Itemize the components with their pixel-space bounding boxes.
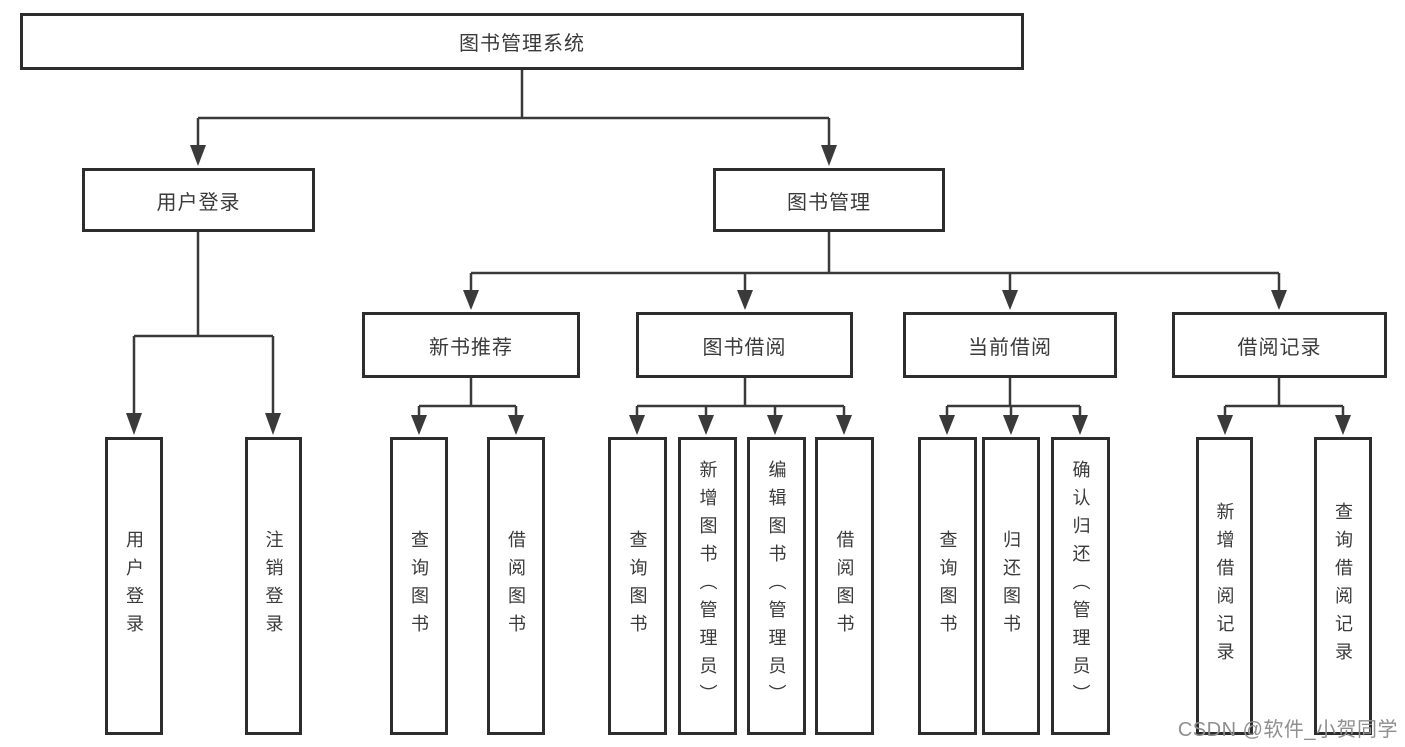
leaf-borrow-books-recommend-label: 借阅图书 (506, 530, 526, 642)
node-book-borrow: 图书借阅 (636, 312, 853, 378)
node-book-borrow-label: 图书借阅 (702, 336, 787, 359)
node-library-system-label: 图书管理系统 (459, 33, 585, 55)
leaf-edit-book-admin-label: 编辑图书（管理员） (766, 460, 787, 712)
edge-book-mgmt-group (469, 232, 1281, 293)
leaf-query-books-current-label: 查询图书 (937, 530, 958, 642)
node-borrow-records: 借阅记录 (1172, 312, 1387, 378)
leaf-query-books-borrow-label: 查询图书 (627, 530, 648, 642)
leaf-query-borrow-record: 查询借阅记录 (1314, 437, 1372, 735)
leaf-return-book: 归还图书 (982, 437, 1040, 735)
edge-root-to-level2 (196, 70, 831, 148)
node-new-book-recommend-label: 新书推荐 (429, 336, 513, 359)
leaf-query-borrow-record-label: 查询借阅记录 (1333, 502, 1353, 670)
node-library-system: 图书管理系统 (20, 13, 1024, 70)
leaf-borrow-book-label: 借阅图书 (834, 530, 855, 642)
leaf-add-borrow-record: 新增借阅记录 (1196, 437, 1253, 735)
node-user-login: 用户登录 (82, 168, 315, 232)
leaf-add-book-admin-label: 新增图书（管理员） (697, 460, 718, 712)
leaf-query-books-recommend: 查询图书 (390, 437, 448, 735)
leaf-edit-book-admin: 编辑图书（管理员） (747, 437, 806, 735)
leaf-query-books-current: 查询图书 (918, 437, 977, 735)
arrowheads (126, 145, 1351, 435)
edge-new-rec-group (417, 378, 518, 419)
edge-user-login-group (132, 232, 275, 416)
leaf-query-books-borrow: 查询图书 (608, 437, 667, 735)
leaf-borrow-book: 借阅图书 (815, 437, 874, 735)
leaf-logout: 注销登录 (245, 437, 302, 735)
leaf-logout-label: 注销登录 (263, 530, 284, 642)
leaf-borrow-books-recommend: 借阅图书 (487, 437, 545, 735)
leaf-return-book-label: 归还图书 (1001, 530, 1021, 642)
leaf-user-login: 用户登录 (105, 437, 163, 735)
edge-record-group (1223, 378, 1345, 419)
node-new-book-recommend: 新书推荐 (362, 312, 580, 378)
node-borrow-records-label: 借阅记录 (1237, 336, 1322, 359)
node-book-management: 图书管理 (713, 168, 945, 232)
leaf-add-borrow-record-label: 新增借阅记录 (1214, 502, 1235, 670)
leaf-add-book-admin: 新增图书（管理员） (678, 437, 737, 735)
node-current-borrow: 当前借阅 (903, 312, 1117, 378)
node-current-borrow-label: 当前借阅 (968, 336, 1052, 359)
watermark: CSDN @软件_小贺同学 (1177, 719, 1398, 741)
leaf-confirm-return-admin-label: 确认归还（管理员） (1070, 460, 1091, 712)
node-user-login-label: 用户登录 (156, 191, 241, 214)
node-book-management-label: 图书管理 (787, 191, 871, 214)
leaf-query-books-recommend-label: 查询图书 (409, 530, 429, 642)
edge-current-group (945, 378, 1082, 419)
edge-borrow-group (635, 378, 846, 419)
leaf-user-login-label: 用户登录 (124, 530, 144, 642)
leaf-confirm-return-admin: 确认归还（管理员） (1051, 437, 1110, 735)
